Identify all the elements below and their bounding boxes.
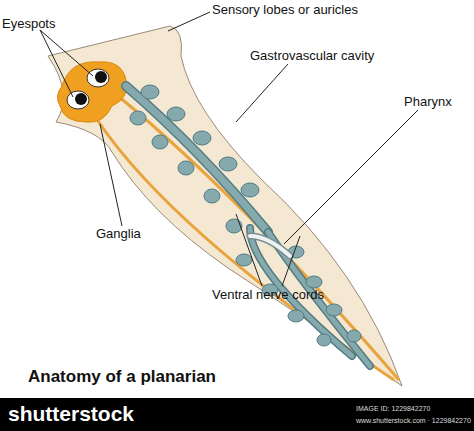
part-label: Sensory lobes or auricles bbox=[212, 2, 358, 17]
pharynx bbox=[250, 236, 290, 256]
watermark: www.shutterstock.com · 1229842270 bbox=[356, 416, 471, 425]
diagram-title: Anatomy of a planarian bbox=[28, 367, 216, 387]
nerve-cord bbox=[118, 96, 399, 380]
gastrovascular-cavity bbox=[126, 85, 370, 366]
eyespot bbox=[67, 69, 109, 109]
leader-line bbox=[40, 12, 418, 286]
ganglia bbox=[57, 62, 126, 122]
nerve-cord bbox=[96, 118, 394, 380]
part-label: Pharynx bbox=[404, 94, 452, 109]
pharynx bbox=[250, 236, 290, 256]
part-label: Eyespots bbox=[2, 16, 55, 31]
watermark: IMAGE ID: 1229842270 bbox=[356, 404, 430, 413]
planarian-body bbox=[48, 26, 402, 386]
part-label: Ventral nerve cords bbox=[212, 287, 324, 302]
part-label: Ganglia bbox=[96, 226, 141, 241]
watermark-bar bbox=[0, 398, 474, 431]
watermark: shutterstock bbox=[8, 402, 134, 426]
part-label: Gastrovascular cavity bbox=[250, 48, 374, 63]
